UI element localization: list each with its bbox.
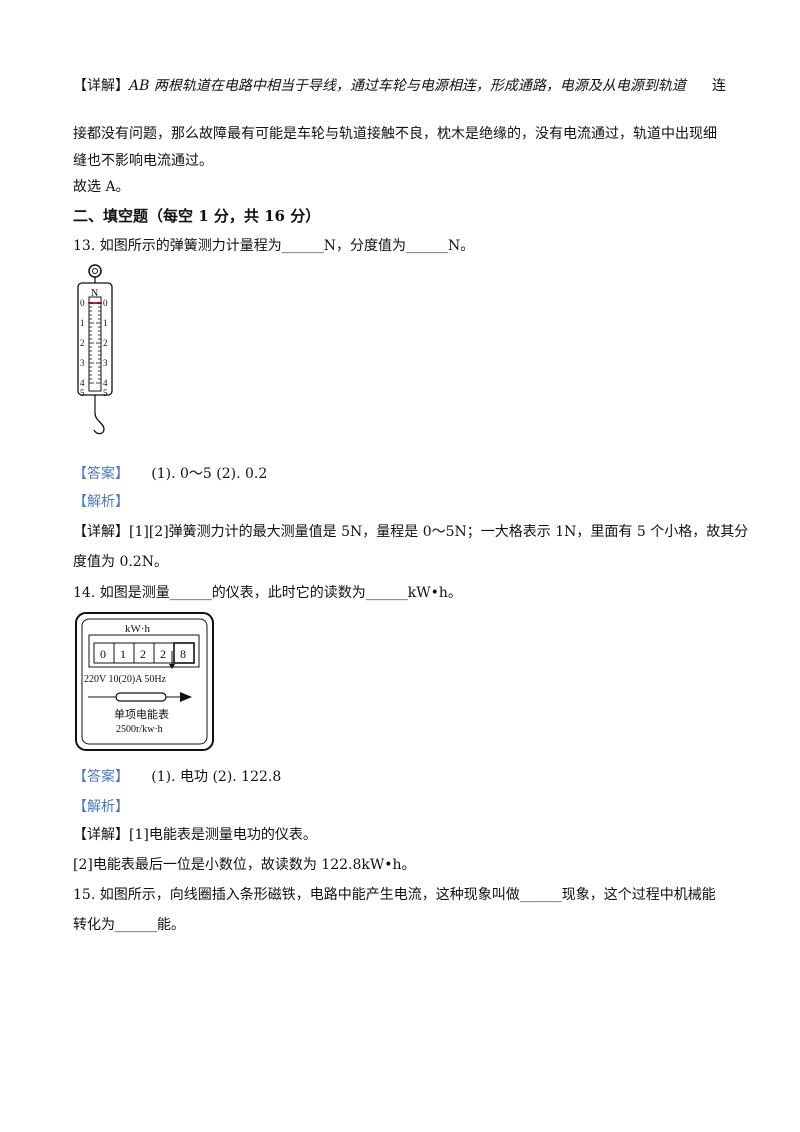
q13-detail-line2: 度值为 0.2N。: [73, 554, 168, 570]
q13-detail-text: [1][2]弹簧测力计的最大测量值是 5N，量程是 0～5N；一大格表示 1N，…: [129, 524, 749, 540]
scale-left-label: 3: [80, 358, 85, 368]
q13-question: 13. 如图所示的弹簧测力计量程为______N，分度值为______N。: [73, 238, 475, 254]
meter-rate: 2500r/kw·h: [116, 724, 163, 735]
scale-right-label: 5: [103, 388, 108, 398]
meter-digit: 2: [140, 647, 146, 661]
detail-tag: 【详解】: [73, 524, 129, 540]
q12-detail-line3: 缝也不影响电流通过。: [73, 153, 213, 169]
q14-answer: (1). 电功 (2). 122.8: [151, 769, 282, 785]
q14-analysis-tag: 【解析】: [73, 799, 129, 815]
q13-answer: (1). 0～5 (2). 0.2: [151, 466, 268, 482]
scale-left-label: 2: [80, 338, 85, 348]
meter-digit: 0: [100, 647, 106, 661]
scale-left-label: 0: [80, 298, 85, 308]
detail-tag: 【详解】: [73, 827, 129, 843]
q14-detail-line1: 【详解】[1]电能表是测量电功的仪表。: [73, 825, 317, 845]
scale-right-label: 1: [103, 318, 108, 328]
q12-choice: 故选 A。: [73, 179, 130, 195]
energy-meter-svg: kW·h 0 1 2 2 8 220V 10(20)A 50Hz 单项电能表 2…: [75, 612, 214, 751]
meter-digit: 8: [180, 647, 186, 661]
answer-tag: 【答案】: [73, 769, 129, 785]
q13-answer-line: 【答案】 (1). 0～5 (2). 0.2: [73, 464, 267, 484]
q14-detail-line2: [2]电能表最后一位是小数位，故读数为 122.8kW•h。: [73, 857, 416, 873]
q12-detail-line1: 【详解】AB 两根轨道在电路中相当于导线，通过车轮与电源相连，形成通路，电源及从…: [73, 76, 686, 96]
q12-detail-line2: 接都没有问题，那么故障最有可能是车轮与轨道接触不良，枕木是绝缘的，没有电流通过，…: [73, 126, 717, 142]
energy-meter-figure: kW·h 0 1 2 2 8 220V 10(20)A 50Hz 单项电能表 2…: [74, 611, 216, 753]
scale-right-label: 4: [103, 378, 108, 388]
spring-scale-figure: N 0 1 2 3 4 0 1 2 3 4 5 5: [74, 263, 124, 441]
answer-tag: 【答案】: [73, 466, 129, 482]
q12-detail-text: AB 两根轨道在电路中相当于导线，通过车轮与电源相连，形成通路，电源及从电源到轨…: [129, 78, 686, 94]
q12-detail-tail: 连: [712, 78, 726, 94]
meter-digit: 1: [120, 647, 126, 661]
scale-left-label: 4: [80, 378, 85, 388]
scale-left-label: 1: [80, 318, 85, 328]
q14-question: 14. 如图是测量______的仪表，此时它的读数为______kW•h。: [73, 585, 462, 601]
q14-detail-text: [1]电能表是测量电功的仪表。: [129, 827, 317, 843]
meter-name: 单项电能表: [114, 707, 169, 721]
meter-spec: 220V 10(20)A 50Hz: [84, 674, 167, 685]
q15-line1: 15. 如图所示，向线圈插入条形磁铁，电路中能产生电流，这种现象叫做______…: [73, 887, 716, 903]
scale-right-label: 2: [103, 338, 108, 348]
q14-answer-line: 【答案】 (1). 电功 (2). 122.8: [73, 767, 281, 787]
scale-unit: N: [91, 288, 98, 299]
scale-right-label: 3: [103, 358, 108, 368]
q13-analysis-tag: 【解析】: [73, 494, 129, 510]
detail-tag: 【详解】: [73, 78, 129, 94]
spring-scale-svg: N 0 1 2 3 4 0 1 2 3 4 5 5: [77, 264, 113, 435]
meter-digit: 2: [160, 647, 166, 661]
section-title: 二、填空题（每空 1 分，共 16 分）: [73, 207, 321, 225]
q13-detail-line1: 【详解】[1][2]弹簧测力计的最大测量值是 5N，量程是 0～5N；一大格表示…: [73, 522, 748, 542]
q15-line2: 转化为______能。: [73, 917, 185, 933]
meter-unit: kW·h: [125, 623, 151, 635]
scale-left-label: 5: [80, 388, 85, 398]
scale-right-label: 0: [103, 298, 108, 308]
